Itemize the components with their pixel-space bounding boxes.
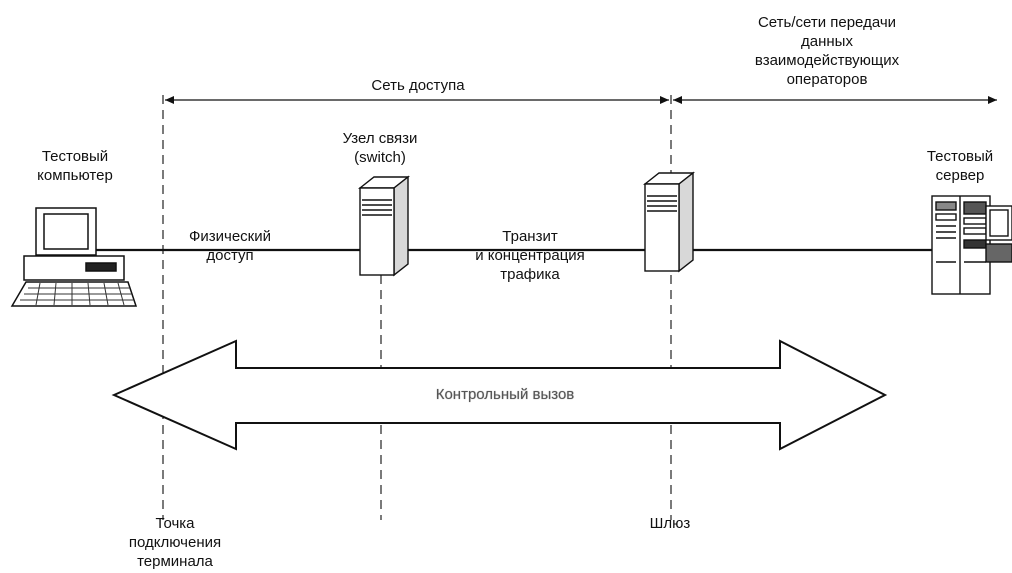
transit-label: Транзит и концентрация трафика (475, 228, 585, 283)
operator-networks-span (673, 96, 997, 104)
switch-node-label: Узел связи (switch) (342, 130, 418, 166)
physical-access-label: Физический доступ (188, 228, 272, 264)
test-call-arrow (111, 339, 888, 451)
test-call-label: Контрольный вызов (435, 386, 575, 403)
server-rack-icon (931, 195, 1012, 295)
gateway-server-icon (642, 171, 696, 273)
switch-server-icon (357, 175, 411, 277)
operator-networks-label: Сеть/сети передачи данных взаимодействую… (754, 14, 900, 88)
access-network-label: Сеть доступа (371, 77, 465, 94)
test-computer-label: Тестовый компьютер (37, 148, 113, 184)
terminal-point-label: Точка подключения терминала (128, 515, 222, 570)
desktop-computer-icon (10, 207, 138, 307)
access-network-span (165, 96, 669, 104)
gateway-label: Шлюз (649, 515, 691, 532)
test-server-label: Тестовый сервер (926, 148, 994, 184)
